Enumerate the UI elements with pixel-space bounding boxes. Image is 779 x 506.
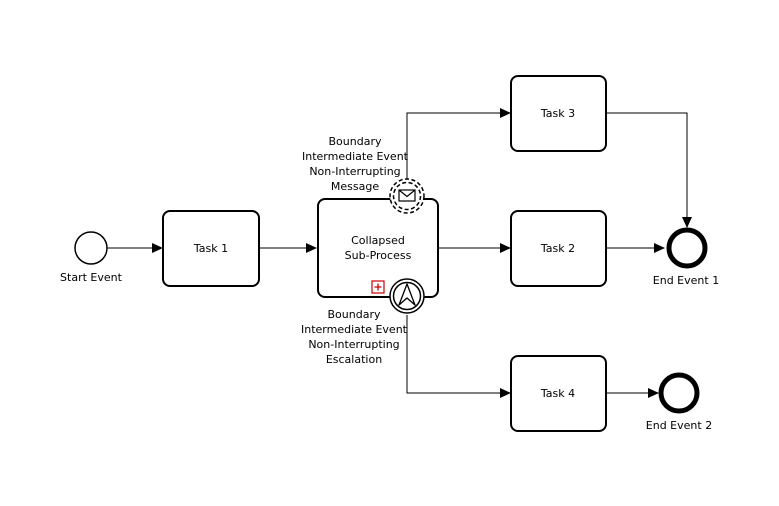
arrow-head (306, 243, 317, 253)
flow-task3-to-end1[interactable] (606, 112, 688, 217)
start-event-circle[interactable] (74, 231, 108, 265)
subprocess-label-line2: Sub-Process (345, 249, 412, 262)
boundary-escalation-label-line2: Intermediate Event (301, 323, 408, 336)
end-event-2-circle[interactable] (658, 372, 700, 414)
task-4[interactable]: Task 4 (510, 355, 607, 432)
sequence-flows (107, 108, 692, 398)
arrow-head (500, 388, 511, 398)
task-4-label: Task 4 (540, 387, 575, 400)
end-event-1-label: End Event 1 (653, 274, 719, 287)
flow-boundary-message-to-task3[interactable] (406, 112, 500, 180)
envelope-icon (398, 189, 416, 202)
arrow-head (682, 217, 692, 228)
arrow-head (648, 388, 659, 398)
boundary-escalation-event[interactable] (389, 278, 425, 314)
boundary-message-label-line4: Message (331, 180, 379, 193)
end-event-2-label: End Event 2 (646, 419, 712, 432)
boundary-message-label-line1: Boundary (329, 135, 382, 148)
boundary-escalation-label-line1: Boundary (328, 308, 381, 321)
task-3-label: Task 3 (540, 107, 575, 120)
task-3[interactable]: Task 3 (510, 75, 607, 152)
task-1-label: Task 1 (193, 242, 228, 255)
boundary-message-label: Boundary Intermediate Event Non-Interrup… (302, 135, 409, 193)
collapsed-subprocess[interactable]: Collapsed Sub-Process (317, 198, 439, 298)
subprocess-box[interactable] (317, 198, 439, 298)
boundary-message-event[interactable] (389, 178, 425, 214)
boundary-escalation-label-line4: Escalation (326, 353, 382, 366)
boundary-message-label-line3: Non-Interrupting (309, 165, 400, 178)
boundary-escalation-label: Boundary Intermediate Event Non-Interrup… (301, 308, 408, 366)
task-2[interactable]: Task 2 (510, 210, 607, 287)
arrow-head (152, 243, 163, 253)
start-event-label: Start Event (60, 271, 123, 284)
task-4-box[interactable] (510, 355, 607, 432)
task-1-box[interactable] (162, 210, 260, 287)
expand-marker-icon[interactable] (371, 280, 385, 294)
task-1[interactable]: Task 1 (162, 210, 260, 287)
escalation-icon (398, 283, 416, 306)
arrow-head (500, 108, 511, 118)
flow-boundary-escalation-to-task4[interactable] (406, 315, 500, 394)
boundary-escalation-label-line3: Non-Interrupting (308, 338, 399, 351)
end-event-2[interactable]: End Event 2 (646, 372, 712, 432)
boundary-message-label-line2: Intermediate Event (302, 150, 409, 163)
arrow-head (654, 243, 665, 253)
expand-marker-plus (374, 283, 382, 291)
start-event[interactable]: Start Event (60, 231, 123, 284)
end-event-1-circle[interactable] (666, 227, 708, 269)
end-event-1[interactable]: End Event 1 (653, 227, 719, 287)
task-2-box[interactable] (510, 210, 607, 287)
subprocess-label-line1: Collapsed (351, 234, 405, 247)
task-3-box[interactable] (510, 75, 607, 152)
task-2-label: Task 2 (540, 242, 575, 255)
arrow-head (500, 243, 511, 253)
